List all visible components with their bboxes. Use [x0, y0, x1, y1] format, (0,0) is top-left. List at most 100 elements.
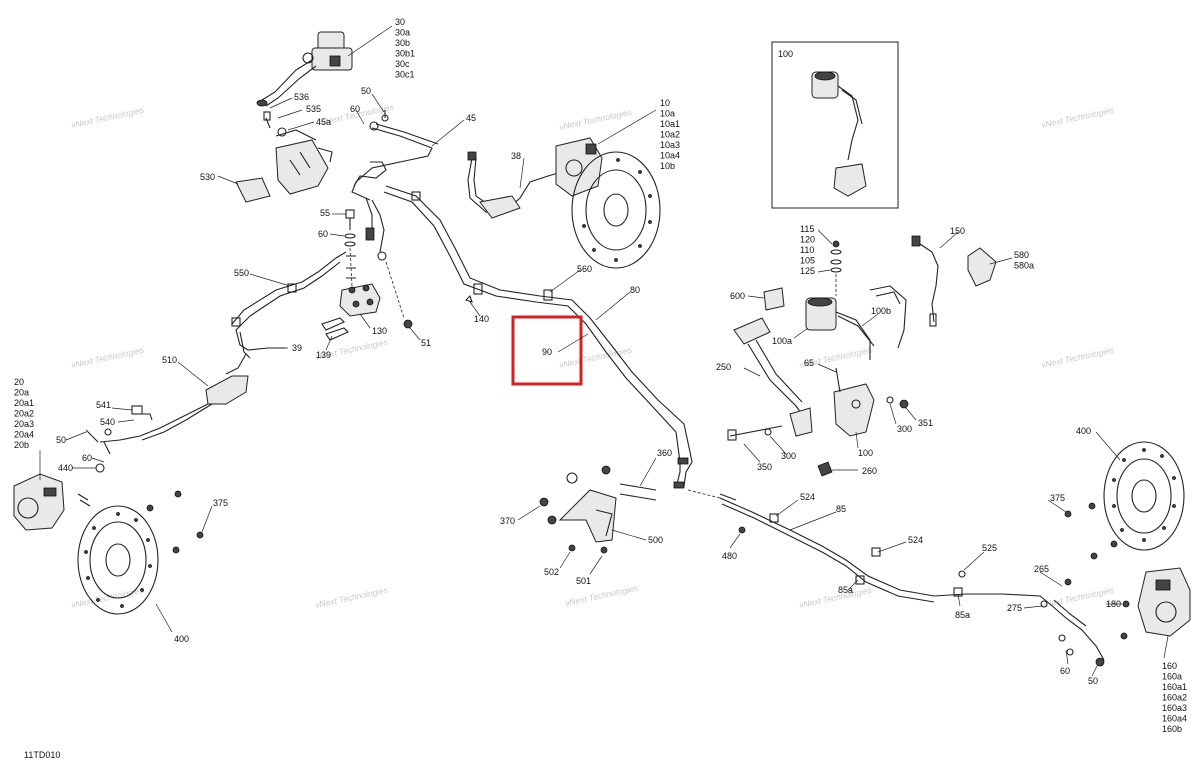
part-label: 120	[800, 235, 815, 245]
part-label: 140	[474, 314, 489, 324]
part-label: 480	[722, 551, 737, 561]
part-label: 60	[318, 229, 328, 239]
part-label: 85	[836, 504, 846, 514]
part-label: 530	[200, 172, 215, 182]
part-label: 50	[361, 86, 371, 96]
diagram-id: 11TD010	[24, 750, 60, 760]
label-group-160: 160 160a 160a1 160a2 160a3 160a4 160b	[1162, 661, 1190, 734]
part-label: 10a2	[660, 130, 680, 140]
part-label: 524	[800, 492, 815, 502]
watermark-text: vNext Technologies	[558, 107, 633, 132]
part-label: 50	[56, 435, 66, 445]
label-group-20: 20 20a 20a1 20a2 20a3 20a4 20b	[14, 377, 37, 450]
abs-sensor-150	[911, 235, 939, 327]
part-label: 524	[908, 535, 923, 545]
part-label: 160a	[1162, 672, 1182, 682]
part-label: 100a	[772, 336, 792, 346]
part-label: 541	[96, 400, 111, 410]
rear-master-cylinder	[763, 240, 909, 437]
part-label: 160a4	[1162, 714, 1187, 724]
banjo-hose-45	[351, 110, 439, 261]
part-label: 160a3	[1162, 703, 1187, 713]
part-label: 10a	[660, 109, 675, 119]
watermark-text: vNext Technologies	[70, 345, 145, 370]
part-label: 502	[544, 567, 559, 577]
part-label: 30a	[395, 28, 410, 38]
part-label: 160	[1162, 661, 1177, 671]
part-label: 39	[292, 343, 302, 353]
part-label: 60	[82, 453, 92, 463]
part-label: 139	[316, 350, 331, 360]
part-label: 20	[14, 377, 24, 387]
part-label: 30c1	[395, 70, 415, 80]
highlight-box[interactable]	[511, 315, 583, 386]
fasteners-55-60	[344, 209, 356, 287]
part-label: 20a	[14, 388, 29, 398]
part-label: 10	[660, 98, 670, 108]
part-label: 260	[862, 466, 877, 476]
part-label: 150	[950, 226, 965, 236]
front-master-cylinder	[256, 31, 353, 107]
inset-box-100: 100	[771, 41, 899, 209]
part-label: 10b	[660, 161, 675, 171]
part-label: 10a3	[660, 140, 680, 150]
part-label: 125	[800, 266, 815, 276]
callout-labels: 30 30a 30b 30b1 30c 30c1 10 10a 10a1 10a…	[14, 17, 1190, 760]
part-label: 440	[58, 463, 73, 473]
part-label: 60	[1060, 666, 1070, 676]
part-label: 580	[1014, 250, 1029, 260]
inset-label: 100	[778, 49, 793, 59]
watermark-text: vNext Technologies	[70, 105, 145, 130]
part-label: 130	[372, 326, 387, 336]
part-label: 110	[800, 245, 814, 255]
part-label: 525	[982, 543, 997, 553]
part-label: 510	[162, 355, 177, 365]
part-label: 550	[234, 268, 249, 278]
part-label: 50	[1088, 676, 1098, 686]
part-label: 580a	[1014, 261, 1034, 271]
part-label: 100	[858, 448, 873, 458]
part-label: 501	[576, 576, 591, 586]
part-label: 85a	[838, 585, 853, 595]
part-label: 10a4	[660, 151, 680, 161]
part-label: 20a2	[14, 409, 34, 419]
part-label: 350	[757, 462, 772, 472]
part-label: 160a1	[1162, 682, 1187, 692]
highlight-90[interactable]	[511, 315, 583, 386]
part-label: 85a	[955, 610, 970, 620]
watermark-text: vNext Technologies	[558, 345, 633, 370]
part-label: 45a	[316, 117, 331, 127]
rear-caliper-right	[1058, 567, 1191, 667]
front-right-caliper	[467, 137, 603, 219]
part-label: 360	[657, 448, 672, 458]
part-label: 400	[1076, 426, 1091, 436]
label-group-580: 580 580a	[1014, 250, 1034, 271]
cap-260	[817, 461, 833, 477]
hose-guard-580	[967, 247, 997, 287]
watermark-text: vNext Technologies	[798, 585, 873, 610]
part-label: 100b	[871, 306, 891, 316]
part-label: 80	[630, 285, 640, 295]
front-disc-left	[77, 505, 159, 615]
part-label: 265	[1034, 564, 1049, 574]
watermark-text: vNext Technologies	[1040, 345, 1115, 370]
leader-lines	[39, 25, 1169, 677]
part-label: 180	[1106, 599, 1121, 609]
part-label: 160b	[1162, 724, 1182, 734]
bracket-500	[539, 465, 657, 554]
rear-brake-line-85	[687, 489, 1105, 661]
rear-disc-right	[1064, 441, 1185, 560]
bracket-530	[235, 139, 333, 203]
part-label: 30b1	[395, 49, 415, 59]
part-label: 351	[918, 418, 933, 428]
part-label: 20b	[14, 440, 29, 450]
part-label: 375	[213, 498, 228, 508]
part-label: 250	[716, 362, 731, 372]
label-group-115: 115 120 110 105 125	[800, 224, 818, 276]
part-label: 20a4	[14, 430, 34, 440]
part-label-highlighted[interactable]: 90	[542, 347, 552, 357]
part-label: 20a1	[14, 398, 34, 408]
watermark-text: vNext Technologies	[70, 585, 145, 610]
